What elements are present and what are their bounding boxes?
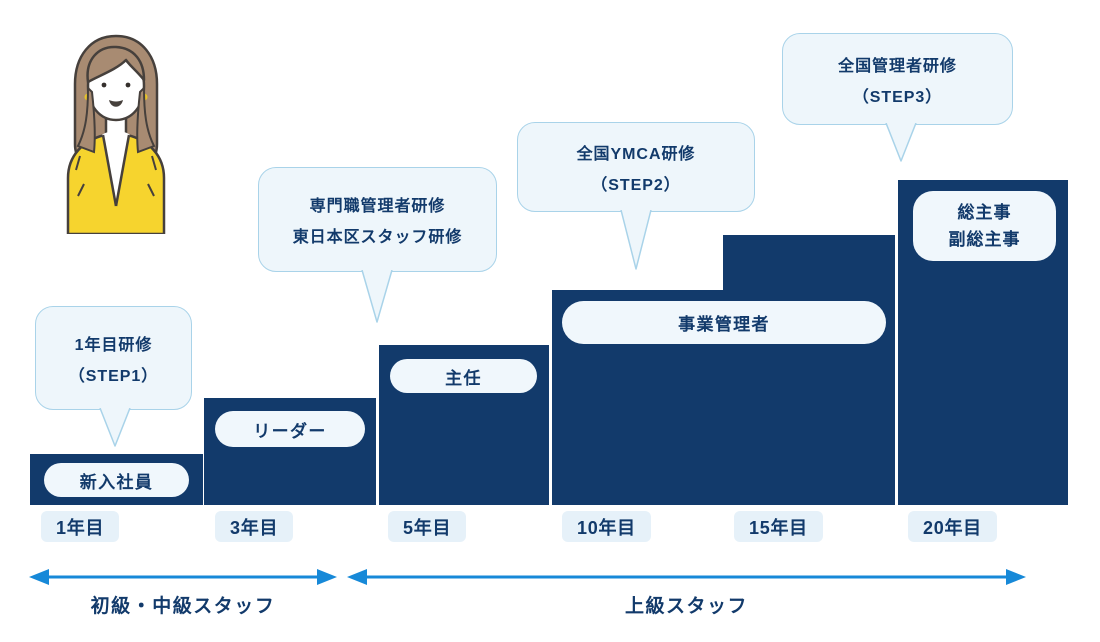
speech-bubble-ymca-training: 全国YMCA研修 （STEP2） — [517, 122, 755, 270]
hair-side — [76, 85, 96, 154]
year-label-5: 5年目 — [388, 511, 467, 542]
role-pill-line: 総主事 — [957, 203, 1012, 222]
speech-bubble-year1-training: 1年目研修 （STEP1） — [35, 306, 192, 447]
female-staff-illustration — [66, 34, 166, 234]
role-pill-business-manager: 事業管理者 — [562, 301, 886, 344]
range-label-junior: 初級・中級スタッフ — [90, 596, 276, 617]
role-pill-new-employee: 新入社員 — [44, 463, 189, 497]
range-label-senior: 上級スタッフ — [624, 596, 749, 617]
eye — [125, 82, 131, 88]
bubble-text: （STEP2） — [591, 176, 681, 194]
role-pill-general-secretary: 総主事 副総主事 — [913, 191, 1056, 261]
bubble-tail-icon — [99, 408, 131, 447]
speech-bubble-national-manager-training: 全国管理者研修 （STEP3） — [782, 33, 1013, 162]
bubble-text: 専門職管理者研修 — [309, 198, 446, 215]
year-label-15: 15年目 — [734, 511, 823, 542]
mouth — [109, 100, 123, 107]
sleeve-fold — [147, 155, 157, 197]
eye — [101, 82, 107, 88]
bubble-text: 全国YMCA研修 — [576, 145, 696, 163]
bubble-text: 全国管理者研修 — [838, 57, 957, 75]
year-label-20: 20年目 — [908, 511, 997, 542]
range-arrow-junior-icon — [29, 569, 337, 585]
lapel-line — [114, 134, 131, 207]
bubble-text: （STEP3） — [852, 88, 943, 106]
shirt — [102, 131, 130, 204]
range-arrow-senior-icon — [347, 569, 1026, 585]
bubble-text: （STEP1） — [68, 367, 159, 385]
year-label-1: 1年目 — [41, 511, 120, 542]
speech-bubble-specialist-training: 専門職管理者研修 東日本区スタッフ研修 — [258, 167, 497, 323]
hair-side — [136, 85, 156, 154]
year-label-3: 3年目 — [215, 511, 294, 542]
bubble-tail-icon — [620, 210, 652, 270]
year-label-10: 10年目 — [562, 511, 651, 542]
bubble-tail-icon — [361, 270, 393, 323]
sleeve-fold — [75, 155, 85, 197]
bubble-text: 東日本区スタッフ研修 — [292, 229, 463, 246]
step-block-5 — [723, 235, 895, 505]
role-pill-chief: 主任 — [390, 359, 537, 393]
role-pill-line: 副総主事 — [948, 230, 1021, 249]
hair-bangs — [86, 45, 146, 84]
role-pill-leader: リーダー — [215, 411, 365, 447]
bubble-tail-icon — [885, 123, 917, 162]
bubble-text: 1年目研修 — [74, 336, 153, 354]
lapel-line — [101, 134, 118, 207]
